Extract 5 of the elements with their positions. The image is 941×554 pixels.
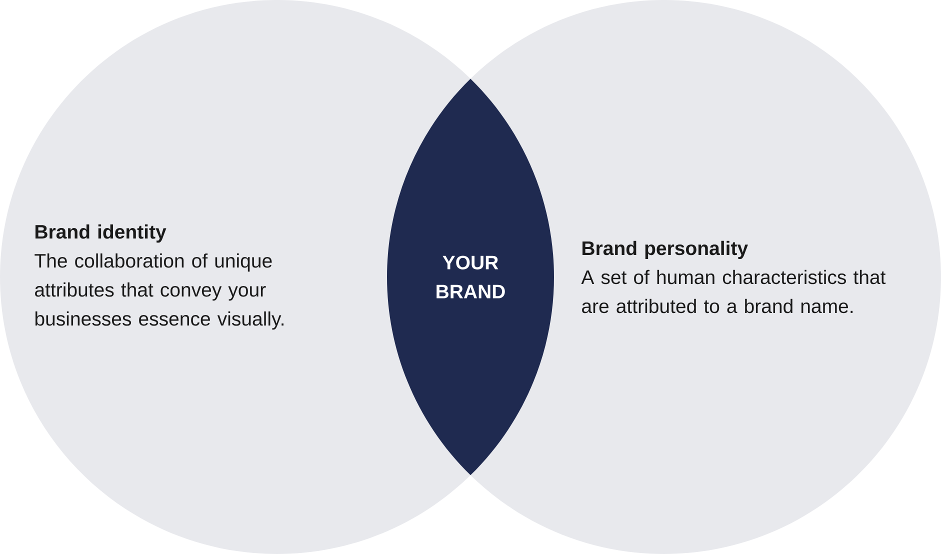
heading: Brand identity bbox=[36, 224, 166, 243]
description: The collaboration of unique attributes that convey your businesses essence visually. bbox=[34, 253, 284, 330]
heading: Brand personality bbox=[582, 240, 748, 259]
description: A set of human characteristics that are attributed to a brand name. bbox=[581, 270, 886, 314]
intersection-lens: YOUR BRAND bbox=[387, 78, 554, 476]
